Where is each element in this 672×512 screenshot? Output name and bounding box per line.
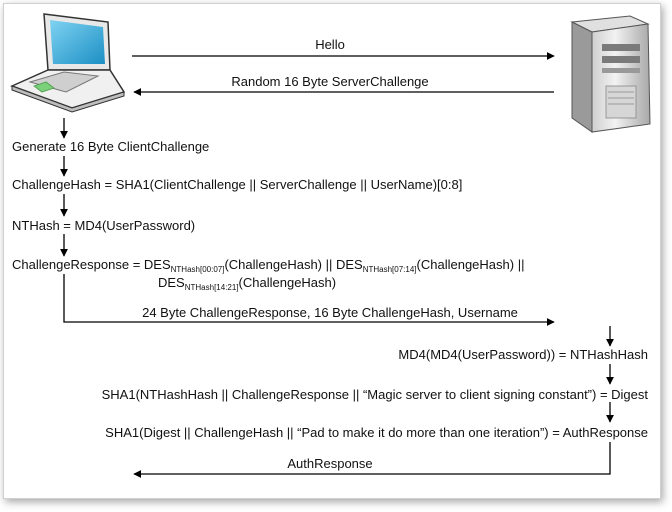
hello-label: Hello <box>315 37 345 52</box>
des-label: DES <box>143 257 171 272</box>
des-arg-3: (ChallengeHash) <box>238 275 337 290</box>
des-label: DES <box>335 257 363 272</box>
step-generate-client-challenge: Generate 16 Byte ClientChallenge <box>12 139 210 154</box>
des-arg-1: (ChallengeHash) || <box>224 257 336 272</box>
des-key-2: NTHash[07:14] <box>362 265 417 274</box>
des-arg-2: (ChallengeHash) || <box>416 257 525 272</box>
step-challenge-hash: ChallengeHash = SHA1(ClientChallenge || … <box>12 177 463 192</box>
response-arrow <box>63 274 555 326</box>
des-key-1: NTHash[00:07] <box>170 265 225 274</box>
server-step-auth-response: SHA1(Digest || ChallengeHash || “Pad to … <box>105 425 648 440</box>
response-label: 24 Byte ChallengeResponse, 16 Byte Chall… <box>142 305 518 320</box>
challenge-response-prefix: ChallengeResponse = <box>12 257 144 272</box>
auth-response-arrow <box>133 442 611 478</box>
step-challenge-response-line2: DESNTHash[14:21](ChallengeHash) <box>158 275 337 292</box>
server-step-digest: SHA1(NTHashHash || ChallengeResponse || … <box>101 387 648 402</box>
laptop-icon <box>10 13 126 113</box>
server-step-nthashhash: MD4(MD4(UserPassword)) = NTHashHash <box>398 347 648 362</box>
step-challenge-response-line1: ChallengeResponse = DESNTHash[00:07](Cha… <box>12 257 525 274</box>
server-tower-icon <box>570 15 651 133</box>
des-label: DES <box>158 275 185 290</box>
des-key-3: NTHash[14:21] <box>184 283 239 292</box>
server-challenge-label: Random 16 Byte ServerChallenge <box>231 74 429 89</box>
step-nthash: NTHash = MD4(UserPassword) <box>12 218 196 233</box>
auth-response-label: AuthResponse <box>287 456 373 471</box>
